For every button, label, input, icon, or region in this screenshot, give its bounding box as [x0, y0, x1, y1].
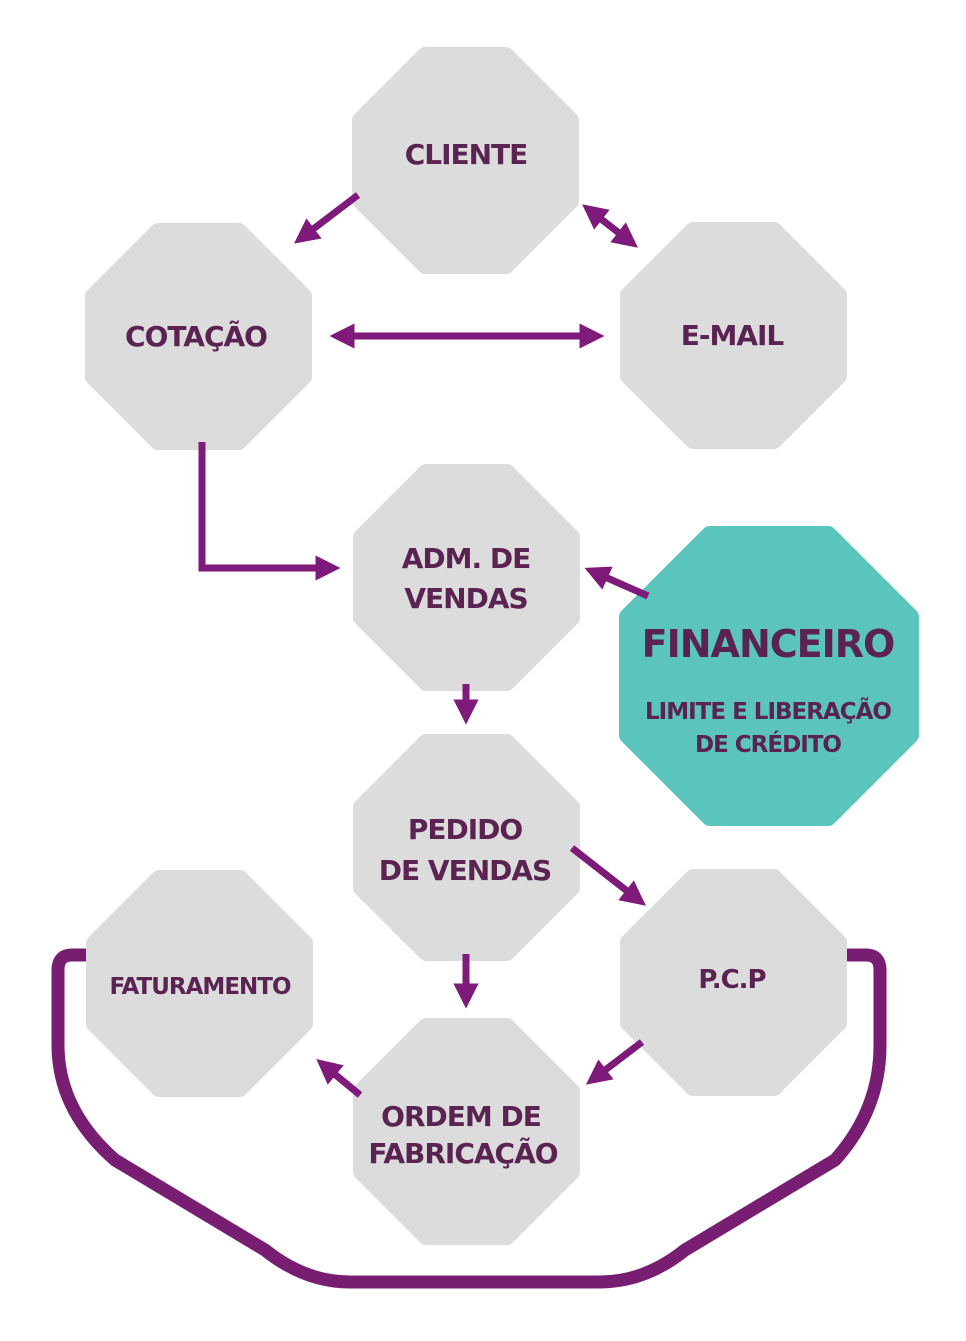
node-cotacao-label: COTAÇÃO	[125, 319, 267, 353]
node-ordem-fabricacao-label-1: ORDEM DE	[381, 1100, 541, 1133]
arrow-cliente-to-cotacao	[293, 192, 361, 244]
node-faturamento-label: FATURAMENTO	[109, 974, 291, 1000]
node-faturamento-shape	[86, 870, 313, 1097]
arrow-pcp-to-ordem	[585, 1039, 645, 1085]
node-pcp-shape	[620, 869, 847, 1096]
node-financeiro-title: FINANCEIRO	[642, 622, 895, 666]
node-pedido-vendas-label-1: PEDIDO	[408, 813, 523, 846]
node-cotacao-shape	[85, 223, 312, 450]
node-email-label: E-MAIL	[681, 319, 785, 352]
node-ordem-fabricacao: ORDEM DE FABRICAÇÃO	[353, 1018, 580, 1245]
arrow-pedido-to-pcp	[569, 845, 646, 906]
arrow-ordem-to-faturamento	[316, 1058, 363, 1098]
node-financeiro: FINANCEIRO LIMITE E LIBERAÇÃO DE CRÉDITO	[619, 526, 919, 826]
node-pedido-vendas: PEDIDO DE VENDAS	[353, 734, 580, 961]
node-financeiro-line-2: DE CRÉDITO	[695, 730, 841, 758]
return-loop	[51, 948, 887, 1289]
node-ordem-fabricacao-label-2: FABRICAÇÃO	[368, 1136, 557, 1170]
node-adm-vendas-label-1: ADM. DE	[402, 542, 531, 575]
node-pedido-vendas-shape	[353, 734, 580, 961]
node-financeiro-line-1: LIMITE E LIBERAÇÃO	[645, 697, 891, 725]
node-pedido-vendas-label-2: DE VENDAS	[379, 854, 551, 887]
node-pcp-label: P.C.P	[698, 965, 765, 995]
node-pcp: P.C.P	[620, 869, 847, 1096]
arrow-cliente-email	[582, 204, 638, 248]
node-adm-vendas: ADM. DE VENDAS	[353, 464, 580, 691]
node-email-shape	[620, 222, 847, 449]
node-cliente-label: CLIENTE	[405, 138, 528, 171]
node-email: E-MAIL	[620, 222, 847, 449]
node-cliente: CLIENTE	[352, 47, 579, 274]
node-financeiro-shape	[619, 526, 919, 826]
node-ordem-fabricacao-shape	[353, 1018, 580, 1245]
node-cotacao: COTAÇÃO	[85, 223, 312, 450]
node-cliente-shape	[352, 47, 579, 274]
node-faturamento: FATURAMENTO	[86, 870, 313, 1097]
node-adm-vendas-label-2: VENDAS	[404, 582, 527, 615]
node-adm-vendas-shape	[353, 464, 580, 691]
arrow-cotacao-to-adm-vendas	[198, 442, 341, 581]
arrow-financeiro-to-adm-vendas	[584, 566, 650, 600]
